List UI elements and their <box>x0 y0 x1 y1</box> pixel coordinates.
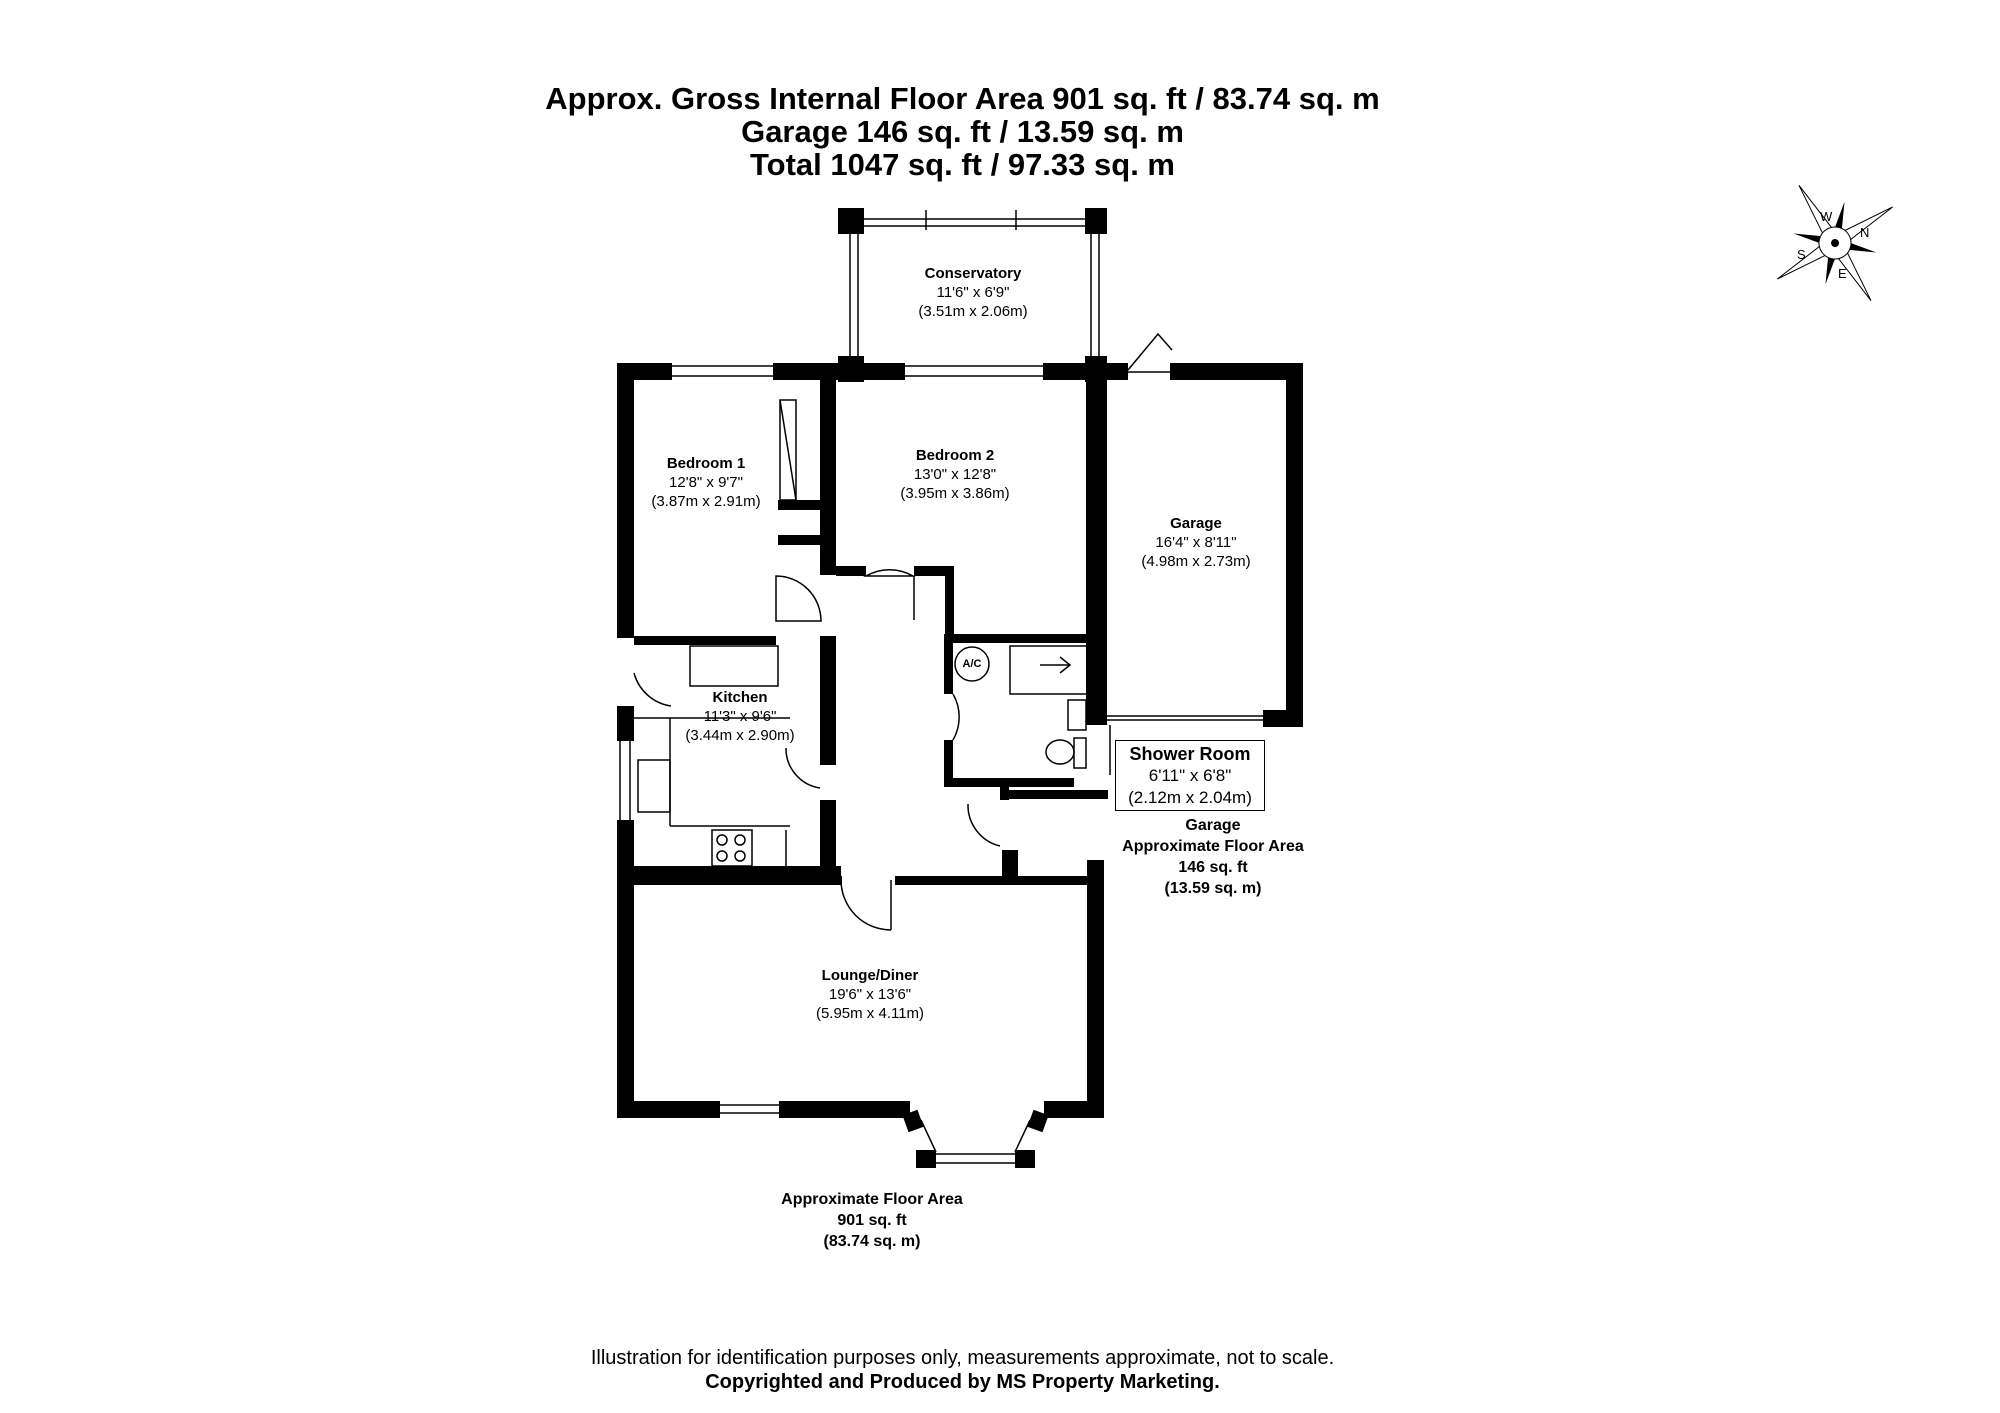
room-name: Lounge/Diner <box>821 967 919 984</box>
main-area-sqft: 901 sq. ft <box>837 1212 907 1229</box>
room-imperial: 16'4" x 8'11" <box>1155 534 1237 551</box>
floor-area-header: Approx. Gross Internal Floor Area 901 sq… <box>0 82 1925 181</box>
room-metric: (2.12m x 2.04m) <box>1128 788 1252 807</box>
main-area-sqm: (83.74 sq. m) <box>823 1233 921 1250</box>
room-imperial: 13'0" x 12'8" <box>913 466 997 483</box>
room-name: Shower Room <box>1129 744 1251 764</box>
garage-area-sqft: 146 sq. ft <box>1178 859 1248 876</box>
room-name: Bedroom 1 <box>666 455 746 472</box>
room-imperial: 11'6" x 6'9" <box>936 284 1010 301</box>
room-metric: (5.95m x 4.11m) <box>815 1005 925 1022</box>
room-name: Bedroom 2 <box>915 447 995 464</box>
garage-area-line: Garage 146 sq. ft / 13.59 sq. m <box>741 114 1184 149</box>
room-metric: (3.87m x 2.91m) <box>651 493 761 510</box>
conservatory-label: Conservatory 11'6" x 6'9" (3.51m x 2.06m… <box>893 264 1053 321</box>
thin-lines <box>619 210 1263 1164</box>
room-imperial: 19'6" x 13'6" <box>828 986 912 1003</box>
walls <box>617 208 1303 1168</box>
garage-area-title: Garage <box>1185 817 1241 834</box>
disclaimer-text: Illustration for identification purposes… <box>590 1347 1335 1369</box>
room-name: Conservatory <box>924 265 1022 282</box>
room-imperial: 6'11" x 6'8" <box>1148 766 1232 785</box>
footer: Illustration for identification purposes… <box>0 1346 1925 1394</box>
room-metric: (3.44m x 2.90m) <box>685 727 795 744</box>
main-area-title: Approximate Floor Area <box>781 1191 963 1208</box>
compass-e-label: E <box>1838 266 1847 281</box>
garage-label: Garage 16'4" x 8'11" (4.98m x 2.73m) <box>1126 514 1266 571</box>
compass-rose <box>1777 185 1893 301</box>
kitchen-label: Kitchen 11'3" x 9'6" (3.44m x 2.90m) <box>670 688 810 745</box>
garage-area-caption: Garage Approximate Floor Area 146 sq. ft… <box>1106 815 1320 899</box>
lounge-diner-label: Lounge/Diner 19'6" x 13'6" (5.95m x 4.11… <box>790 966 950 1023</box>
bedroom1-label: Bedroom 1 12'8" x 9'7" (3.87m x 2.91m) <box>636 454 776 511</box>
main-area-caption: Approximate Floor Area 901 sq. ft (83.74… <box>762 1189 982 1252</box>
shower-room-label: Shower Room 6'11" x 6'8" (2.12m x 2.04m) <box>1115 740 1265 811</box>
garage-area-sqm: (13.59 sq. m) <box>1164 880 1262 897</box>
ac-label: A/C <box>962 658 982 670</box>
copyright-text: Copyrighted and Produced by MS Property … <box>705 1371 1220 1393</box>
room-name: Kitchen <box>712 689 768 706</box>
room-metric: (3.51m x 2.06m) <box>918 303 1028 320</box>
compass-w-label: W <box>1820 209 1833 224</box>
compass-s-label: S <box>1797 247 1806 262</box>
total-area-line: Total 1047 sq. ft / 97.33 sq. m <box>750 147 1175 182</box>
room-imperial: 11'3" x 9'6" <box>703 708 777 725</box>
gross-area-line: Approx. Gross Internal Floor Area 901 sq… <box>545 81 1380 116</box>
room-metric: (4.98m x 2.73m) <box>1141 553 1251 570</box>
room-imperial: 12'8" x 9'7" <box>669 474 743 491</box>
room-name: Garage <box>1170 515 1222 532</box>
bedroom2-label: Bedroom 2 13'0" x 12'8" (3.95m x 3.86m) <box>885 446 1025 503</box>
room-metric: (3.95m x 3.86m) <box>900 485 1010 502</box>
compass-n-label: N <box>1860 225 1870 240</box>
garage-area-subtitle: Approximate Floor Area <box>1122 838 1304 855</box>
